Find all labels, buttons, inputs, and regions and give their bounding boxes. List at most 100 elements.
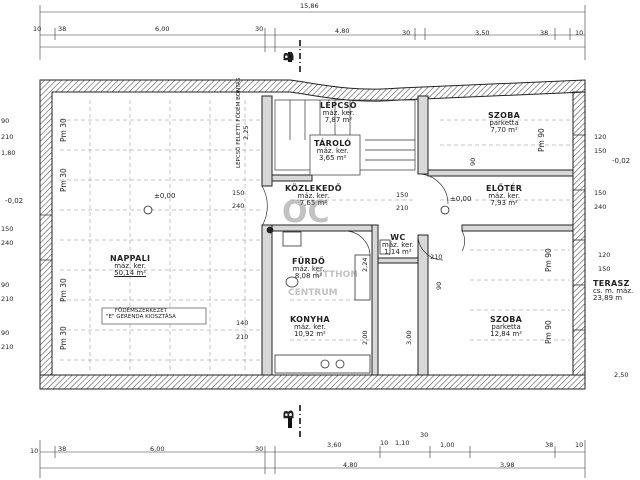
top-dim-4: 30 <box>255 25 264 33</box>
left-label-7: 210 <box>1 295 14 303</box>
room-kozlekedo: KÖZLEKEDŐ máz. ker. 7,65 m² <box>285 185 342 207</box>
window-marks <box>573 134 585 331</box>
bottom-dim-4: 30 <box>255 445 264 453</box>
beam-note-line1: FÖDÉMSZERKEZET <box>114 308 168 314</box>
door-label-150b: 150 <box>396 191 409 199</box>
room-eloter: ELŐTÉR máz. ker. 7,93 m² <box>486 185 522 207</box>
bottom-dim-8: 30 <box>420 431 429 439</box>
room-floor: parketta <box>491 323 521 331</box>
level-nappali: ±0,00 <box>154 192 176 200</box>
door-label-2-00: 2,00 <box>361 330 369 345</box>
door-label-210c: 210 <box>430 253 443 261</box>
top-dim-7: 3,50 <box>475 29 490 37</box>
exterior-walls <box>39 79 586 390</box>
room-name: ELŐTÉR <box>486 184 523 193</box>
left-label-6: 90 <box>1 281 10 289</box>
section-arrow-bottom <box>288 418 292 428</box>
parapet-label-5: Pm 90 <box>537 128 546 152</box>
room-floor: máz. ker. <box>114 262 147 270</box>
bottom-dim-1: 10 <box>30 447 39 455</box>
room-name: TÁROLÓ <box>314 139 352 148</box>
room-area: 1,14 m² <box>384 248 412 256</box>
left-label-3: 1,80 <box>1 149 16 157</box>
watermark-logo: OC <box>282 195 330 230</box>
top-dim-6: 30 <box>402 29 411 37</box>
stair <box>274 99 416 176</box>
watermark-text-1: OTTHON <box>315 270 358 280</box>
door-label-2-25: 2,25 <box>242 125 250 140</box>
room-name: LÉPCSŐ <box>320 101 357 110</box>
room-floor: máz. ker. <box>316 147 349 155</box>
room-floor: máz. ker. <box>382 241 414 249</box>
right-label-7: 2,50 <box>614 371 629 379</box>
room-area: 3,65 m² <box>318 154 347 162</box>
room-furdo: FÜRDŐ máz. ker. 8,08 m² <box>292 258 325 280</box>
doors <box>40 173 466 261</box>
beam-note: FÖDÉMSZERKEZET "E" GERENDA KIOSZTÁSA <box>106 308 176 320</box>
door-label-140: 140 <box>236 319 249 327</box>
room-floor: máz. ker. <box>297 192 330 200</box>
stair-demolition-note: LÉPCSŐ FELETTI FÖDÉM BONTÁS <box>236 77 242 168</box>
room-tarolo: TÁROLÓ máz. ker. 3,65 m² <box>314 140 351 162</box>
bottom-dim-3: 6,00 <box>150 445 165 453</box>
left-label-9: 210 <box>1 343 14 351</box>
bottom-dim-11: 10 <box>575 441 584 449</box>
top-dim-1: 10 <box>33 25 42 33</box>
room-name: KÖZLEKEDŐ <box>285 184 342 193</box>
room-area: 7,70 m² <box>490 126 518 134</box>
section-arrow-top <box>288 52 292 62</box>
left-label-2: 210 <box>1 133 14 141</box>
room-floor: máz. ker. <box>488 192 521 200</box>
room-name: SZOBA <box>488 111 521 120</box>
room-name: NAPPALI <box>110 254 151 263</box>
room-area: 7,87 m² <box>324 116 353 124</box>
parapet-label-4: Pm 30 <box>59 326 68 350</box>
parapet-label-2: Pm 30 <box>59 168 68 192</box>
door-label-90: 90 <box>469 157 477 166</box>
door-label-3-00: 3,00 <box>405 330 413 345</box>
bottom-dimension-lines <box>39 440 586 478</box>
watermark-text-2: CENTRUM <box>288 288 338 298</box>
door-label-150: 150 <box>232 189 245 197</box>
parapet-label-1: Pm 30 <box>59 118 68 142</box>
right-label-2: 150 <box>594 147 607 155</box>
room-floor: cs. m. máz. <box>593 287 634 295</box>
room-area: 10,92 m² <box>293 330 326 338</box>
top-dim-5: 4,80 <box>335 27 350 35</box>
bottom-dim-6: 10 <box>380 439 389 447</box>
top-total-dimension: 15,86 <box>300 2 319 10</box>
room-nappali: NAPPALI máz. ker. 50,14 m² <box>110 255 150 277</box>
room-floor: máz. ker. <box>322 109 355 117</box>
room-area: 12,84 m² <box>490 330 523 338</box>
right-label-6: 150 <box>598 265 611 273</box>
parapet-label-6: Pm 90 <box>544 248 553 272</box>
right-label-5: 120 <box>598 251 611 259</box>
parapet-label-3: Pm 30 <box>59 278 68 302</box>
room-terasz: TERASZ cs. m. máz. 23,89 m <box>593 280 633 302</box>
top-dim-2: 38 <box>58 25 67 33</box>
bottom-dim-10: 38 <box>545 441 554 449</box>
room-area: 8,08 m² <box>294 272 323 280</box>
door-label-90b: 90 <box>435 281 443 290</box>
room-name: SZOBA <box>490 315 523 324</box>
top-dim-9: 10 <box>575 29 584 37</box>
level-right: -0,02 <box>612 157 631 165</box>
bottom-dim-12: 4,80 <box>343 461 358 469</box>
room-lepcso: LÉPCSŐ máz. ker. 7,87 m² <box>320 102 357 124</box>
left-label-1: 90 <box>1 117 10 125</box>
section-label-top: B <box>282 51 298 62</box>
room-name: TERASZ <box>593 279 630 288</box>
left-label-5: 240 <box>1 239 14 247</box>
beam-note-box <box>101 307 207 325</box>
right-label-4: 240 <box>594 203 607 211</box>
room-area: 7,93 m² <box>490 199 518 207</box>
interior-walls <box>261 95 574 376</box>
door-label-2-24: 2,24 <box>361 257 369 272</box>
door-label-210: 210 <box>236 333 249 341</box>
parapet-label-7: Pm 90 <box>544 320 553 344</box>
left-label-4: 150 <box>1 225 14 233</box>
bottom-total-dimension: 3,98 <box>500 461 515 469</box>
room-name: WC <box>390 233 406 242</box>
room-szoba-2: SZOBA parketta 12,84 m² <box>490 316 522 338</box>
